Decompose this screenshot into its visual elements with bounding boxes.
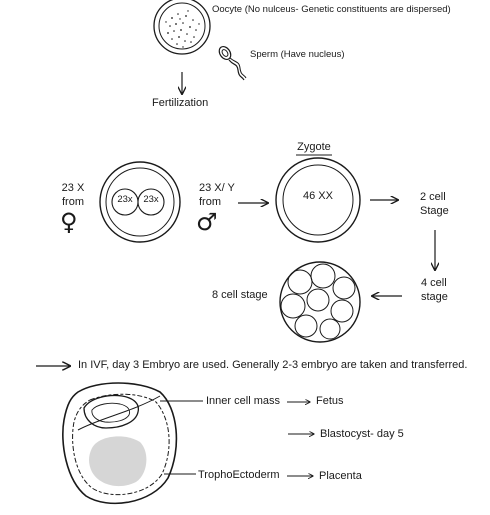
fetus-label: Fetus — [316, 395, 344, 407]
pronucleus-b-label: 23x — [143, 194, 159, 205]
two-cell-label: 2 cell — [420, 191, 446, 203]
trophoectoderm-label: TrophoEctoderm — [198, 469, 280, 481]
female-from-label: from — [62, 196, 84, 208]
blastocyst-label: Blastocyst- day 5 — [320, 428, 404, 440]
two-cell-stage-label: Stage — [420, 205, 449, 217]
male-symbol-icon: ♂ — [196, 208, 218, 236]
fertilization-label: Fertilization — [152, 97, 209, 109]
blastocoel-shading — [89, 436, 147, 487]
eight-cell-label: 8 cell stage — [212, 289, 268, 301]
ivf-note: In IVF, day 3 Embryo are used. Generally… — [78, 359, 468, 371]
zygote-label: Zygote — [297, 141, 331, 153]
four-cell-label: 4 cell — [421, 277, 447, 289]
zygote-cell — [275, 154, 361, 243]
sperm-cell — [218, 45, 247, 81]
male-from-label: from — [199, 196, 221, 208]
oocyte-label: Oocyte (No nulceus- Genetic constituents… — [212, 4, 451, 15]
pronucleus-a-label: 23x — [117, 194, 133, 205]
pronuclei-egg — [99, 161, 181, 243]
male-chromosomes-label: 23 X/ Y — [199, 182, 235, 194]
inner-cell-mass-label: Inner cell mass — [206, 395, 280, 407]
blastocyst — [62, 382, 178, 505]
female-chromosomes-label: 23 X — [61, 182, 85, 194]
eight-cell-morula — [279, 261, 361, 343]
four-cell-stage-label: stage — [421, 291, 448, 303]
placenta-label: Placenta — [319, 470, 362, 482]
oocyte-cell — [153, 0, 211, 55]
zygote-chromosomes-label: 46 XX — [303, 190, 333, 202]
dispersed-genetic-material — [165, 10, 200, 48]
female-symbol-icon: ♀ — [60, 208, 78, 236]
inner-cell-mass-shape — [83, 394, 140, 429]
sperm-label: Sperm (Have nucleus) — [250, 49, 345, 60]
